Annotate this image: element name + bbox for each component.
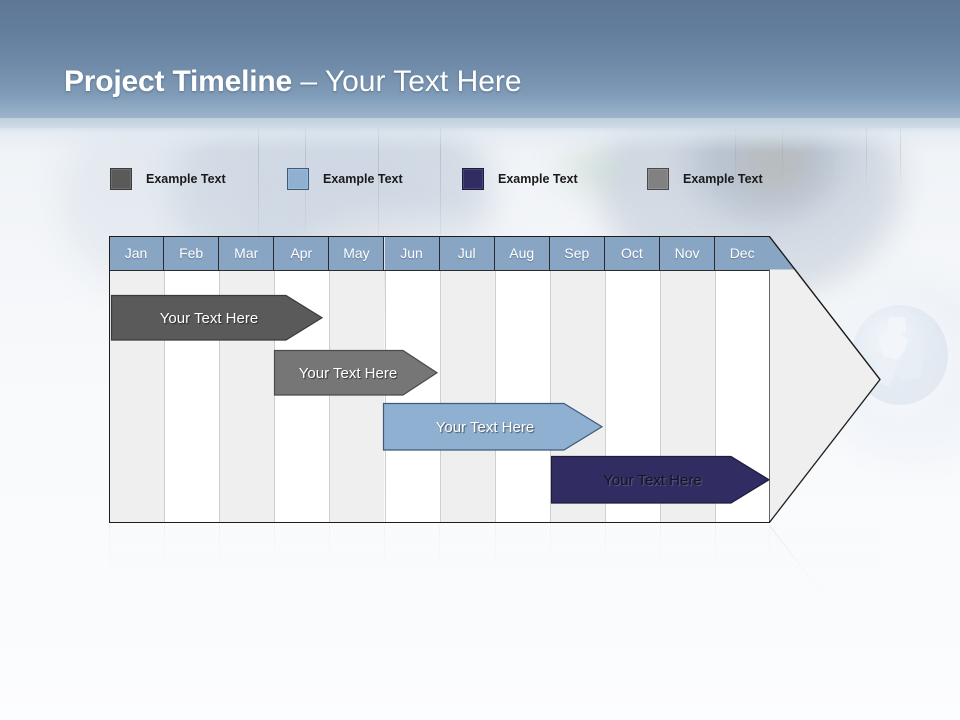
month-header-may[interactable]: May: [329, 236, 385, 270]
month-header-label: Sep: [564, 245, 590, 261]
month-header-label: May: [343, 245, 370, 261]
legend-swatch-icon: [647, 168, 669, 190]
month-header-label: Jan: [124, 245, 148, 261]
legend-swatch-icon: [462, 168, 484, 190]
timeline-bar-2[interactable]: Your Text Here: [273, 349, 439, 396]
legend-item-4[interactable]: Example Text: [647, 168, 763, 190]
column-divider: [715, 270, 717, 523]
column-divider: [439, 270, 441, 523]
page-title-light: – Your Text Here: [292, 65, 522, 98]
month-header-label: Feb: [179, 245, 204, 261]
chart-reflection: [109, 525, 884, 620]
month-header-dec[interactable]: Dec: [715, 236, 771, 270]
month-header-label: Mar: [234, 245, 259, 261]
column-divider: [660, 270, 661, 523]
column-divider: [494, 270, 496, 523]
month-header-jun[interactable]: Jun: [384, 236, 440, 270]
month-header-label: Nov: [674, 245, 700, 261]
month-header-mar[interactable]: Mar: [219, 236, 275, 270]
timeline-bar-shape: [382, 402, 604, 451]
legend-item-1[interactable]: Example Text: [110, 168, 226, 190]
month-header-aug[interactable]: Aug: [494, 236, 550, 270]
month-header-nov[interactable]: Nov: [660, 236, 716, 270]
legend-item-3[interactable]: Example Text: [462, 168, 578, 190]
timeline-bar-3[interactable]: Your Text Here: [382, 402, 604, 451]
month-header-label: Oct: [621, 245, 643, 261]
month-header-apr[interactable]: Apr: [274, 236, 330, 270]
timeline-arrowhead: [768, 234, 884, 525]
legend-item-label: Example Text: [146, 172, 226, 186]
timeline-column-jul: [439, 236, 495, 523]
column-divider: [219, 270, 221, 523]
header-underline: [109, 270, 770, 272]
legend: Example Text Example Text Example Text Exam…: [0, 168, 960, 194]
month-header-oct[interactable]: Oct: [604, 236, 660, 270]
timeline-bar-1[interactable]: Your Text Here: [110, 294, 324, 341]
column-divider: [604, 270, 606, 523]
legend-item-label: Example Text: [323, 172, 403, 186]
timeline-bar-4[interactable]: Your Text Here: [550, 455, 771, 504]
column-divider: [384, 270, 386, 523]
timeline-column-feb: [164, 236, 220, 523]
column-divider: [549, 270, 551, 523]
title-band: [0, 0, 960, 128]
page-title: Project Timeline – Your Text Here: [64, 60, 884, 104]
timeline-bar-shape: [110, 294, 324, 341]
month-header-label: Jul: [457, 245, 476, 261]
column-divider: [329, 270, 331, 523]
timeline-column-aug: [494, 236, 550, 523]
timeline-bar-shape: [550, 455, 771, 504]
month-header-label: Apr: [290, 245, 313, 261]
month-header-feb[interactable]: Feb: [164, 236, 220, 270]
column-divider: [274, 270, 276, 523]
month-header-label: Aug: [509, 245, 535, 261]
month-header-label: Dec: [729, 245, 755, 261]
month-header-jan[interactable]: Jan: [109, 236, 165, 270]
legend-item-label: Example Text: [683, 172, 763, 186]
timeline-column-mar: [219, 236, 275, 523]
legend-swatch-icon: [287, 168, 309, 190]
page-title-strong: Project Timeline: [64, 65, 292, 98]
timeline-column-jan: [109, 236, 165, 523]
legend-item-2[interactable]: Example Text: [287, 168, 403, 190]
title-band-fade: [0, 118, 960, 152]
column-divider: [164, 270, 166, 523]
legend-swatch-icon: [110, 168, 132, 190]
timeline-bar-shape: [273, 349, 439, 396]
month-header-label: Jun: [400, 245, 423, 261]
month-header-jul[interactable]: Jul: [439, 236, 495, 270]
month-header-sep[interactable]: Sep: [549, 236, 605, 270]
legend-item-label: Example Text: [498, 172, 578, 186]
